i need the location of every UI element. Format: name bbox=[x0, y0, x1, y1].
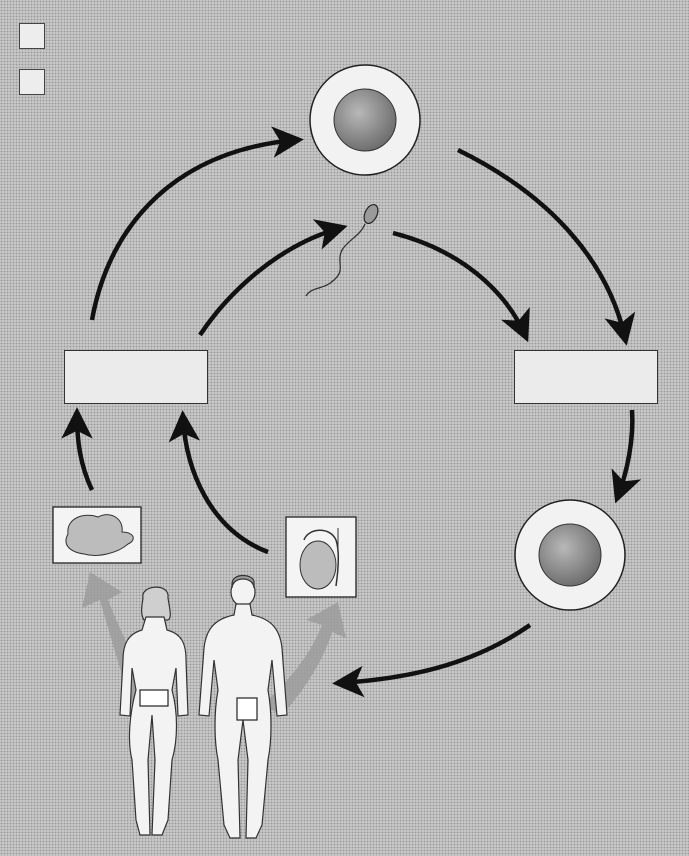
arrow-zygote-to-male bbox=[340, 625, 530, 683]
arrow-left-to-egg bbox=[92, 140, 296, 320]
arrow-right-to-zygote bbox=[618, 410, 632, 496]
ovary-icon bbox=[53, 507, 141, 563]
testis-icon bbox=[286, 517, 356, 597]
arrow-left-to-sperm bbox=[200, 228, 340, 335]
zygote-cell-icon bbox=[515, 500, 625, 610]
egg-cell-icon bbox=[310, 65, 420, 175]
sperm-icon bbox=[306, 202, 381, 296]
label-box-left bbox=[64, 350, 208, 404]
female-figure-icon bbox=[120, 587, 188, 835]
arrow-ovary-to-left-box bbox=[77, 415, 92, 490]
arrow-sperm-to-right bbox=[393, 233, 525, 335]
arrow-egg-to-right bbox=[458, 150, 625, 338]
arrow-testis-to-left-box bbox=[183, 418, 268, 552]
label-box-right bbox=[514, 350, 658, 404]
